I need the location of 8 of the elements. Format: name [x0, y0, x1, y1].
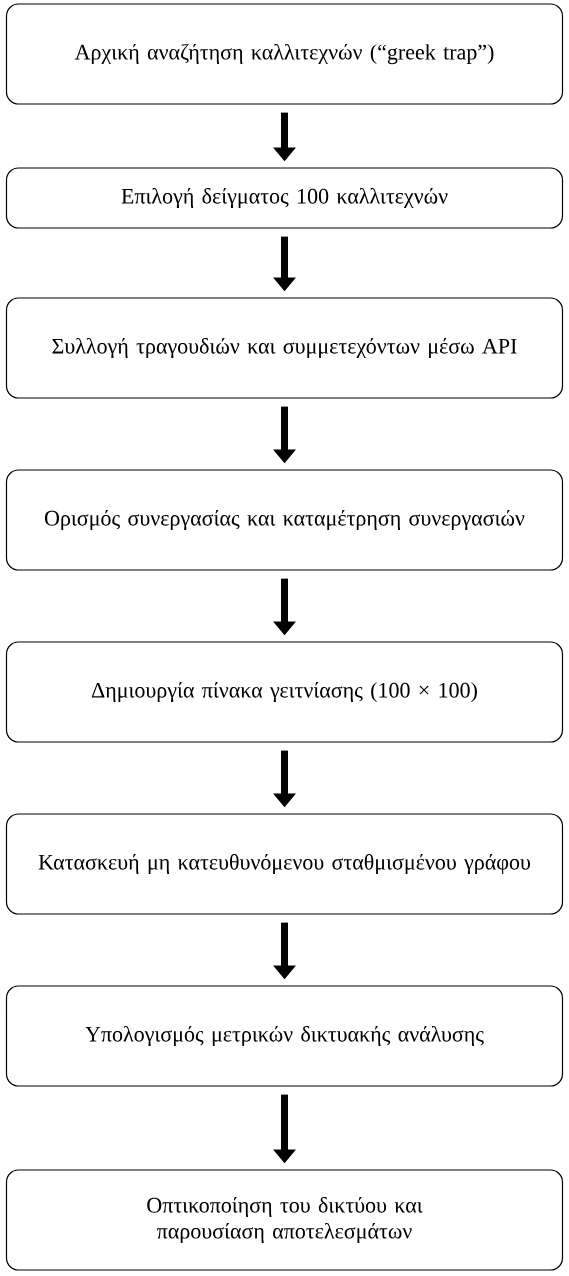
process-box: Ορισμός συνεργασίας και καταμέτρηση συνεργασιών	[5, 469, 564, 571]
process-box: Επιλογή δείγματος 100 καλλιτεχνών	[5, 167, 564, 229]
process-box: Δημιουργία πίνακα γειτνίασης (100 × 100)	[5, 641, 564, 743]
process-box: Κατασκευή μη κατευθυνόμενου σταθμισμένου γράφου	[5, 813, 564, 915]
process-box: Αρχική αναζήτηση καλλιτεχνών (“greek trap”)	[5, 3, 564, 105]
process-box: Οπτικοποίηση του δικτύου και παρουσίαση αποτελεσμάτων	[5, 1169, 564, 1271]
process-box: Υπολογισμός μετρικών δικτυακής ανάλυσης	[5, 985, 564, 1087]
process-box: Συλλογή τραγουδιών και συμμετεχόντων μέσω API	[5, 297, 564, 399]
